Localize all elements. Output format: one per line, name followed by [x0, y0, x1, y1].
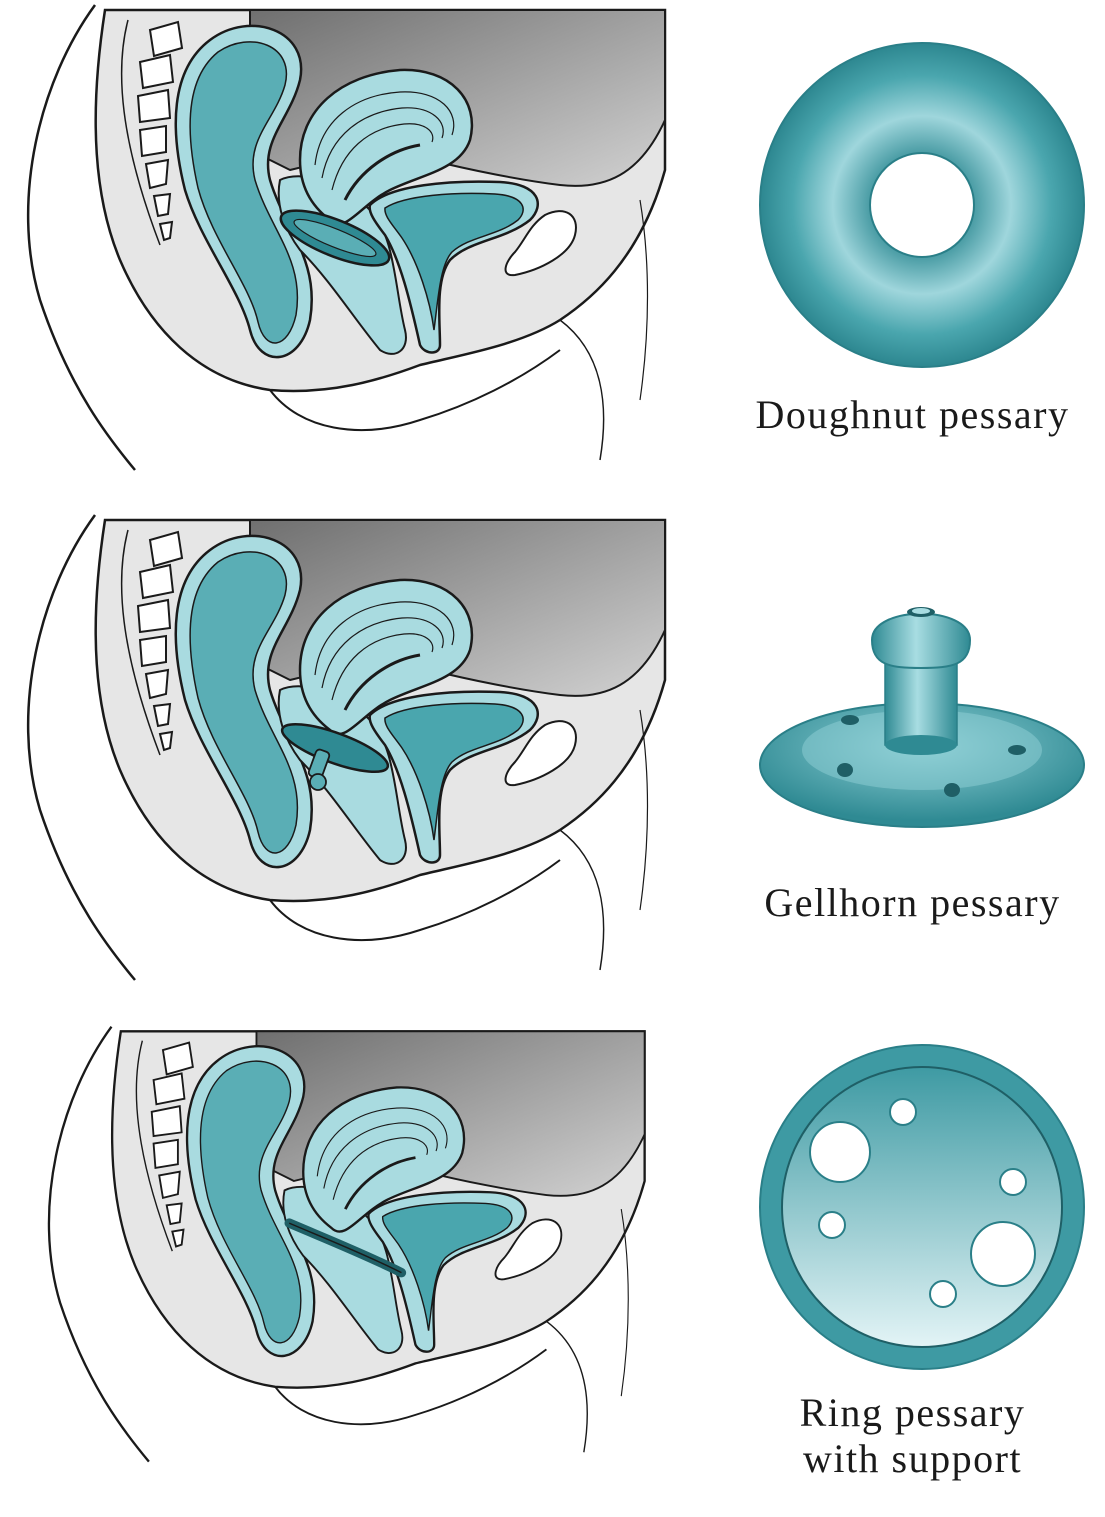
pelvic-anatomy-illustration — [0, 1022, 700, 1517]
caption-ring-pessary: Ring pessary with support — [720, 1390, 1105, 1482]
pelvic-anatomy-illustration — [0, 0, 700, 495]
ring-pessary-icon — [740, 1042, 1105, 1372]
pelvic-anatomy-illustration — [0, 510, 700, 1005]
caption-gellhorn-pessary: Gellhorn pessary — [720, 880, 1105, 926]
gellhorn-pessary-icon — [740, 590, 1105, 850]
caption-line-1: Ring pessary — [720, 1390, 1105, 1436]
panel-doughnut: Doughnut pessary — [0, 0, 1105, 495]
panel-gellhorn: Gellhorn pessary — [0, 510, 1105, 1005]
caption-doughnut-pessary: Doughnut pessary — [720, 392, 1105, 438]
panel-ring: Ring pessary with support — [0, 1022, 1105, 1517]
caption-line-2: with support — [720, 1436, 1105, 1482]
doughnut-pessary-icon — [740, 40, 1105, 380]
